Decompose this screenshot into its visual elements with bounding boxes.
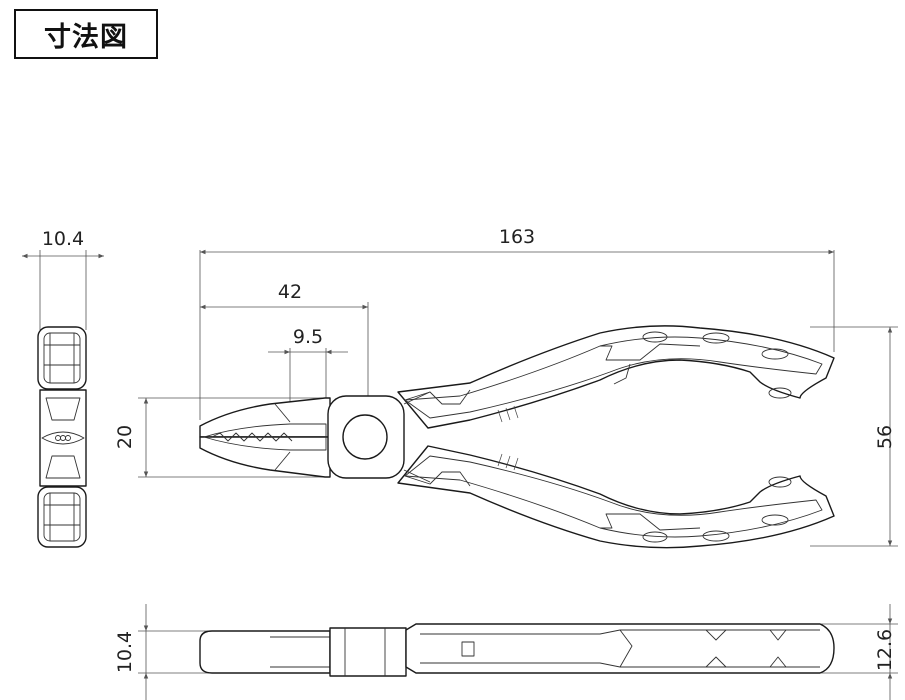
jaw-length-label: 42: [278, 281, 302, 303]
top-width-label: 10.4: [42, 228, 84, 250]
side-head-label: 10.4: [114, 631, 136, 673]
cutter-length-label: 9.5: [293, 326, 323, 348]
end-view: [22, 250, 104, 548]
head-width-label: 20: [114, 425, 136, 449]
handle-span-label: 56: [874, 425, 896, 449]
front-view: [138, 249, 898, 549]
total-length-label: 163: [499, 226, 535, 248]
side-view: [138, 604, 898, 700]
page-title: 寸法図: [14, 9, 158, 59]
side-handle-label: 12.6: [874, 629, 896, 671]
